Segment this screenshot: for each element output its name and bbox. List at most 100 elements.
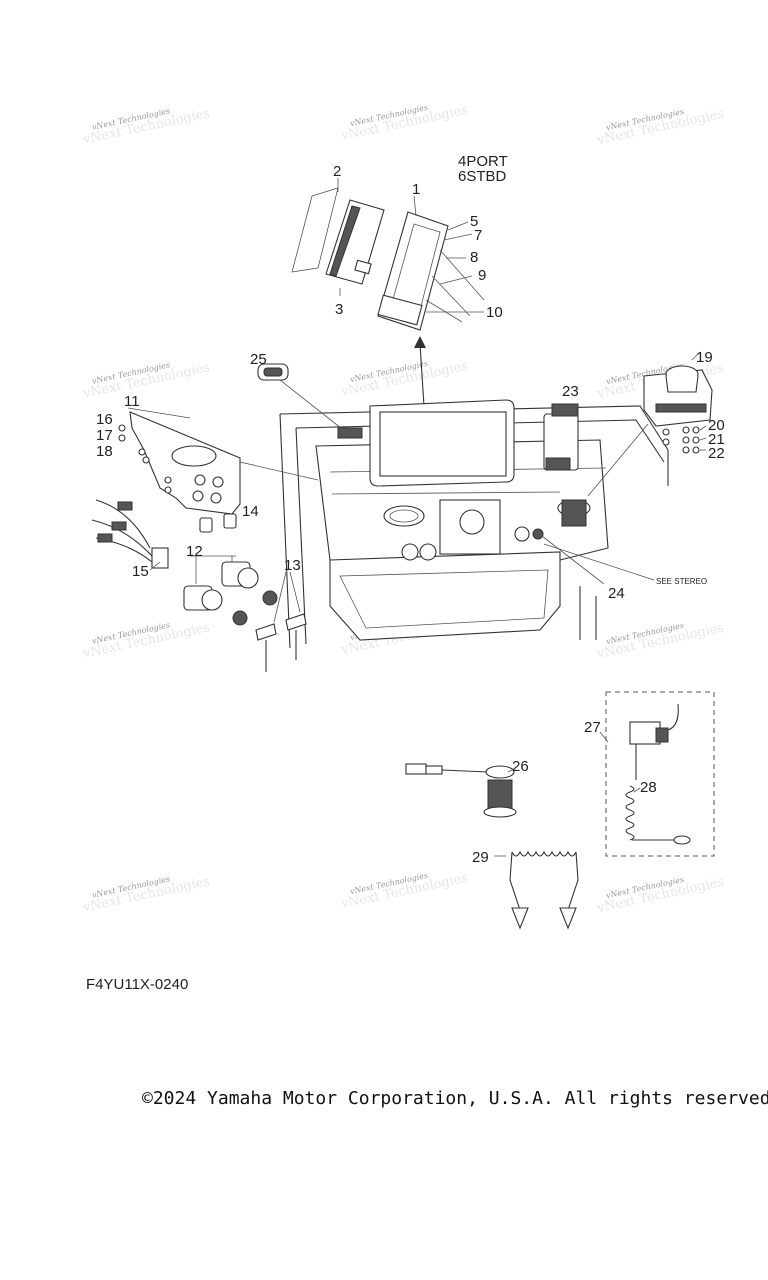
callout-23: 23 [562, 383, 579, 400]
plate-hole [210, 492, 222, 504]
leader-line [439, 275, 473, 285]
console-left-inner [295, 427, 307, 645]
callout-22: 22 [708, 445, 725, 462]
washer [164, 476, 172, 484]
plate-cutout [171, 445, 217, 467]
callout-18: 18 [96, 443, 113, 460]
glove-box [329, 551, 561, 641]
callout-2: 2 [333, 163, 341, 180]
switch-cap [485, 765, 515, 779]
switch-knob [419, 543, 437, 561]
switch-nut [232, 610, 248, 626]
kit-wire [667, 703, 679, 731]
switch-flange [483, 806, 517, 818]
washer [682, 426, 690, 434]
gauge-assembly [291, 178, 485, 407]
callout-6stbd: 6STBD [458, 168, 507, 185]
washer [164, 486, 172, 494]
lanyard-kit-box [605, 691, 715, 857]
right-parts [541, 351, 713, 585]
cup-holder [383, 505, 425, 527]
leader-line [289, 571, 301, 613]
callout-29: 29 [472, 849, 489, 866]
arrow-head [414, 336, 426, 348]
bracket-line [425, 299, 463, 323]
center-knob [459, 509, 485, 535]
callout-19: 19 [696, 349, 713, 366]
plate-hole [192, 490, 204, 502]
leader-line [447, 221, 469, 231]
callout-12: 12 [186, 543, 203, 560]
callout-5: 5 [470, 213, 478, 230]
callout-15: 15 [132, 563, 149, 580]
washer [692, 426, 700, 434]
callout-10: 10 [486, 304, 503, 321]
washer [692, 436, 700, 444]
phone-clip-top [551, 403, 579, 417]
washer [118, 424, 126, 432]
leader-line [413, 195, 417, 217]
copyright-notice: ©2024 Yamaha Motor Corporation, U.S.A. A… [142, 1088, 768, 1109]
callout-20: 20 [708, 417, 725, 434]
leader-line [273, 571, 287, 623]
fob-holder [337, 427, 363, 439]
kit-switch-plug [655, 727, 669, 743]
harness-connector [151, 547, 169, 569]
key [285, 613, 307, 631]
callout-13: 13 [284, 557, 301, 574]
coiled-lanyard [625, 785, 635, 841]
bracket-line [431, 275, 471, 317]
leader-line [543, 543, 655, 581]
switch-nut [262, 590, 278, 606]
plug [199, 517, 213, 533]
switch-knob [401, 543, 419, 561]
wire-harness [91, 519, 153, 557]
cup-holder-inner [389, 509, 419, 523]
joystick-socket [561, 499, 587, 527]
callout-11: 11 [124, 393, 140, 410]
dash-line [331, 491, 561, 495]
power-outlet [514, 526, 530, 542]
callout-4port: 4PORT [458, 153, 508, 170]
glove-box-lid [339, 569, 549, 629]
callout-3: 3 [335, 301, 343, 318]
key-fob-button [263, 367, 283, 377]
ignition-switch-face [237, 567, 259, 589]
washer [662, 438, 670, 446]
switch-wire [441, 769, 489, 773]
washer [682, 436, 690, 444]
leader-line [691, 351, 701, 361]
plate-hole [194, 474, 206, 486]
callout-7: 7 [474, 227, 482, 244]
lanyard-strap [509, 851, 521, 911]
washer [662, 428, 670, 436]
lanyard-strap [567, 851, 579, 911]
key [255, 623, 277, 641]
callout-26: 26 [512, 758, 529, 775]
callout-1: 1 [412, 181, 420, 198]
console-body [279, 399, 669, 649]
leader-line [239, 461, 319, 481]
harness-plug [97, 533, 113, 543]
leader-line [599, 731, 609, 743]
callout-28: 28 [640, 779, 657, 796]
leader-line [279, 379, 347, 433]
switch-connector [405, 763, 427, 775]
plate-hole [212, 476, 224, 488]
washer [692, 446, 700, 454]
meter-bezel [329, 205, 361, 277]
screen-glass [379, 411, 507, 477]
leader-line [633, 787, 641, 793]
usb-port [532, 528, 544, 540]
diagram-code: F4YU11X-0240 [86, 976, 189, 993]
callout-17: 17 [96, 427, 113, 444]
lanyard-clip [511, 907, 529, 930]
console-left-edge [279, 413, 291, 649]
